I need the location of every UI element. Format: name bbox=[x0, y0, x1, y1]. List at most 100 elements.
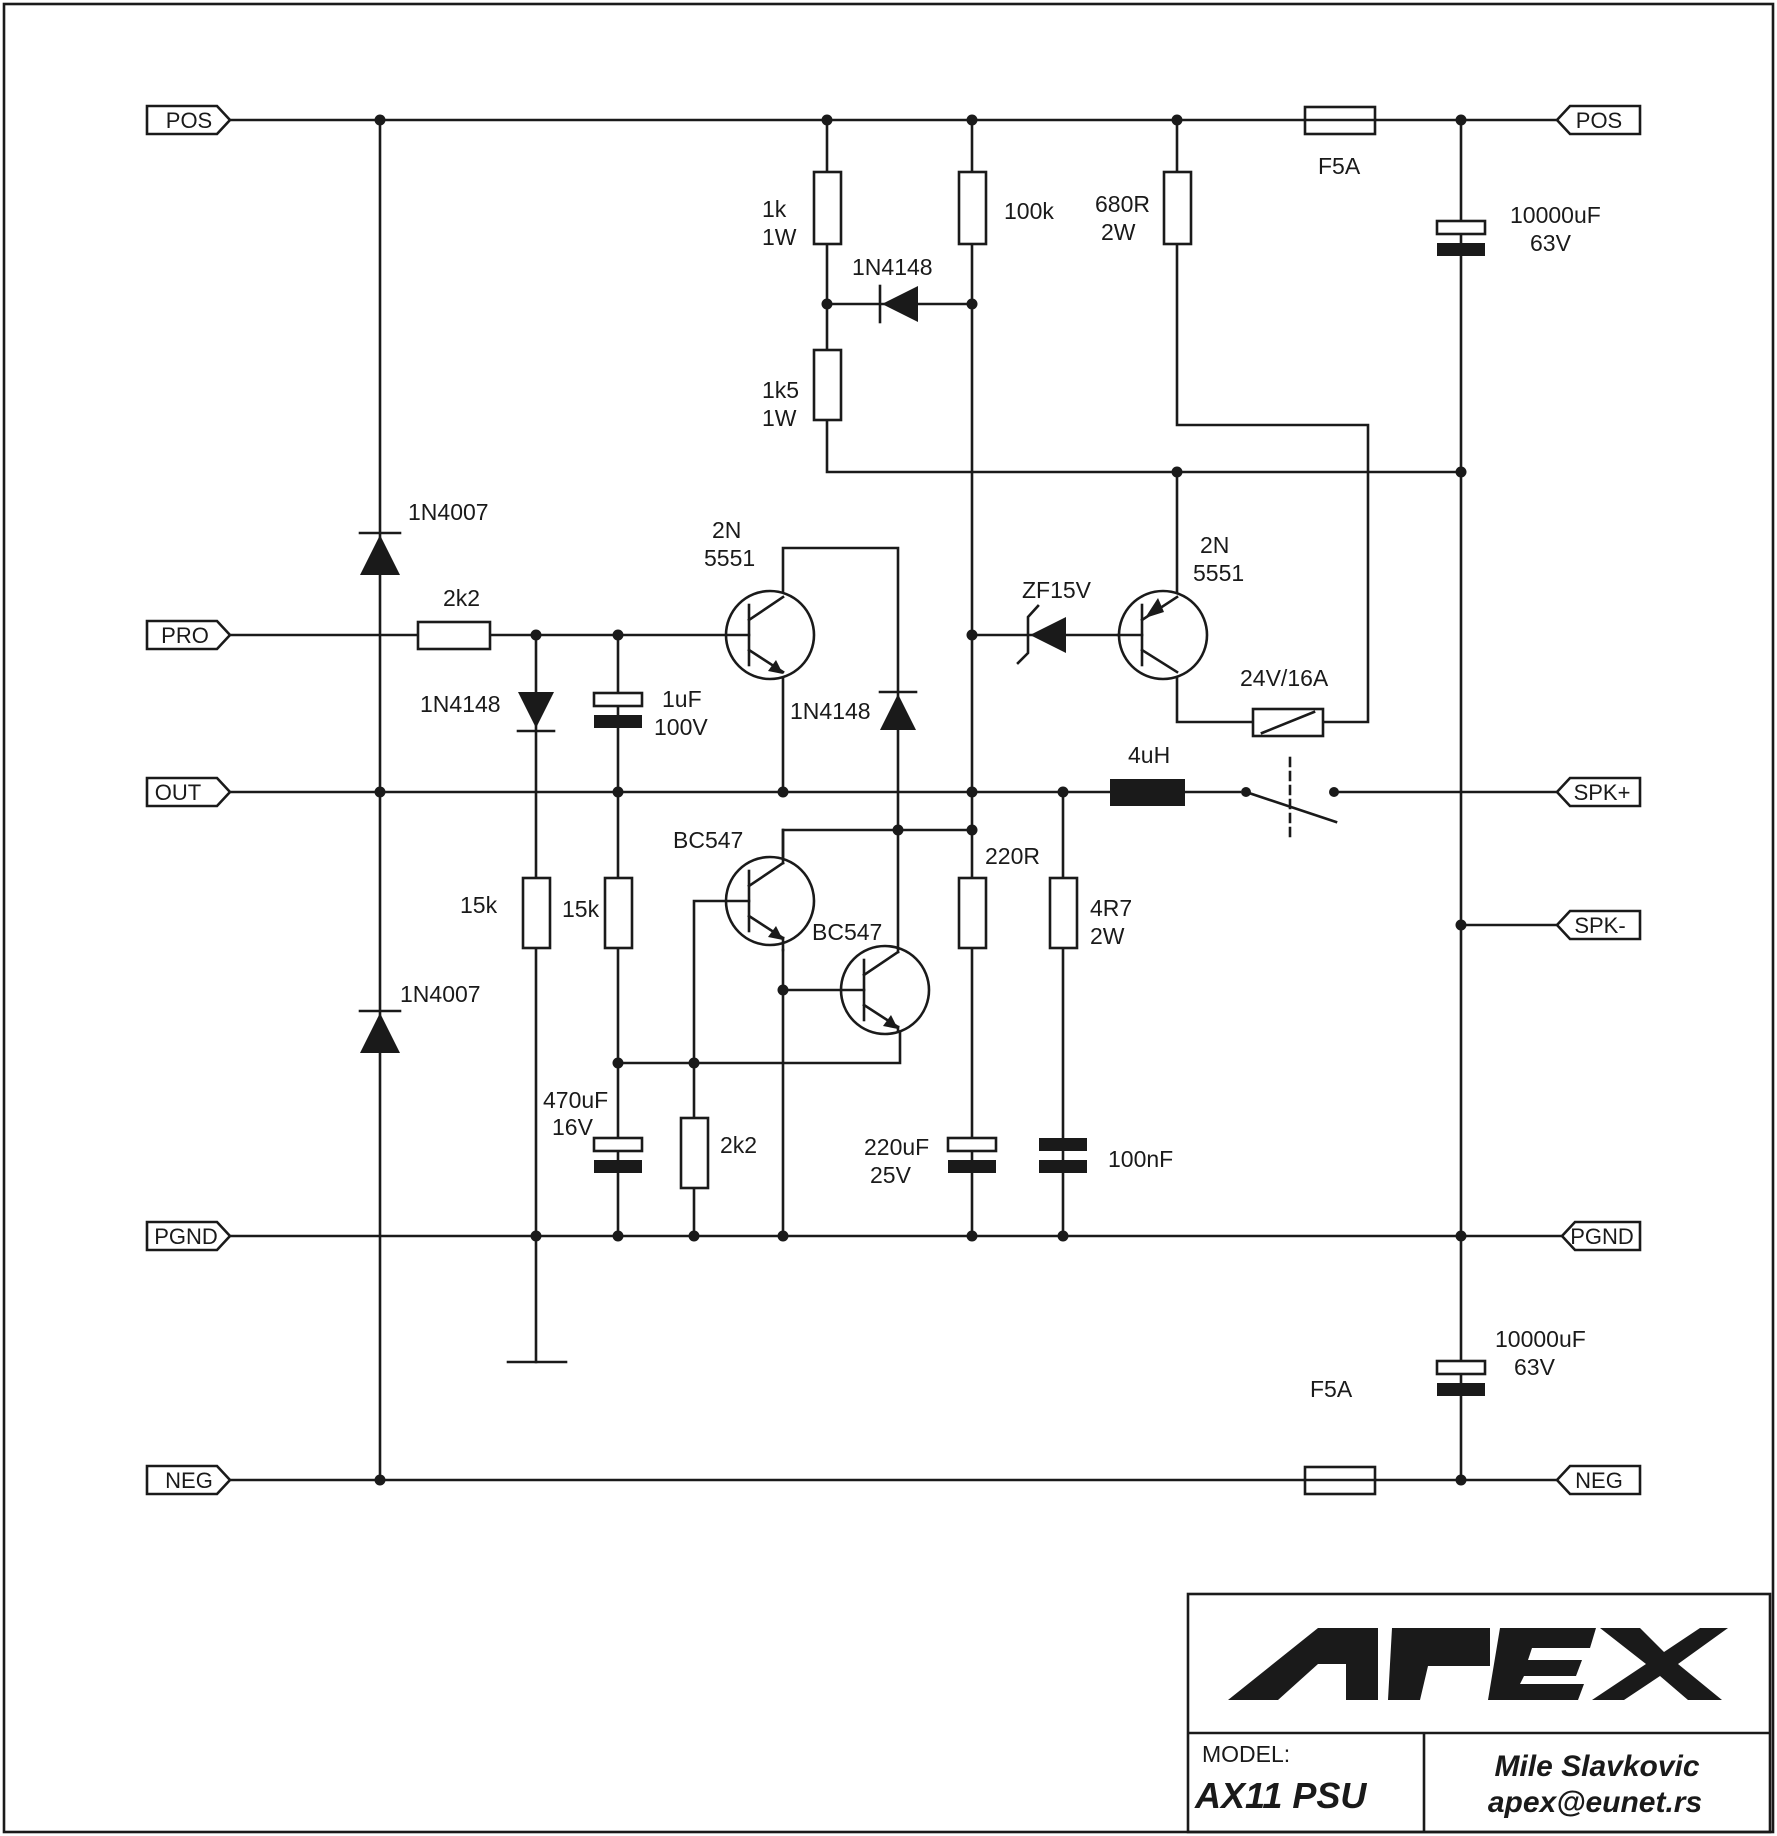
svg-text:1N4007: 1N4007 bbox=[400, 981, 481, 1007]
svg-text:F5A: F5A bbox=[1318, 153, 1361, 179]
resistor-4r7: 4R7 2W bbox=[1048, 876, 1132, 950]
transistor-2n5551-right: 2N 5551 bbox=[1116, 532, 1244, 681]
diode-1n4148-input: 1N4148 bbox=[420, 691, 556, 733]
svg-text:BC547: BC547 bbox=[812, 919, 882, 945]
svg-text:PGND: PGND bbox=[154, 1224, 218, 1249]
transistor-2n5551-left: 2N 5551 bbox=[704, 517, 816, 681]
port-spk-plus: SPK+ bbox=[1555, 776, 1642, 808]
svg-text:220uF: 220uF bbox=[864, 1134, 929, 1160]
resistor-2k2-base: 2k2 bbox=[679, 1116, 757, 1190]
resistor-220r: 220R bbox=[957, 843, 1040, 950]
svg-text:POS: POS bbox=[166, 108, 212, 133]
port-neg-left: NEG bbox=[145, 1464, 232, 1496]
svg-text:63V: 63V bbox=[1530, 230, 1572, 256]
transistor-bc547-a: BC547 bbox=[673, 827, 816, 952]
diode-1n4007-top: 1N4007 bbox=[358, 499, 489, 575]
svg-text:PGND: PGND bbox=[1570, 1224, 1634, 1249]
port-spk-minus: SPK- bbox=[1555, 909, 1642, 941]
author-email: apex@eunet.rs bbox=[1488, 1786, 1702, 1819]
svg-text:1k5: 1k5 bbox=[762, 377, 799, 403]
svg-text:2W: 2W bbox=[1090, 923, 1125, 949]
svg-text:1N4148: 1N4148 bbox=[852, 254, 933, 280]
svg-text:2W: 2W bbox=[1101, 219, 1136, 245]
svg-text:NEG: NEG bbox=[165, 1468, 213, 1493]
resistor-1k5: 1k5 1W bbox=[762, 348, 843, 431]
fuse-bottom: F5A bbox=[1303, 1376, 1377, 1496]
model-label: MODEL: bbox=[1202, 1741, 1290, 1767]
port-pro: PRO bbox=[145, 619, 232, 651]
svg-text:NEG: NEG bbox=[1575, 1468, 1623, 1493]
svg-text:2N: 2N bbox=[1200, 532, 1229, 558]
svg-text:1uF: 1uF bbox=[662, 686, 702, 712]
svg-text:1W: 1W bbox=[762, 224, 797, 250]
port-pos-left: POS bbox=[145, 104, 232, 136]
port-pos-right: POS bbox=[1555, 104, 1642, 136]
svg-text:PRO: PRO bbox=[161, 623, 209, 648]
resistor-15k-b: 15k bbox=[562, 876, 634, 950]
svg-text:4uH: 4uH bbox=[1128, 742, 1170, 768]
relay-coil-24v: 24V/16A bbox=[1240, 665, 1329, 738]
relay-contact bbox=[1241, 756, 1339, 842]
svg-text:1k: 1k bbox=[762, 196, 787, 222]
svg-text:BC547: BC547 bbox=[673, 827, 743, 853]
apex-logo bbox=[1228, 1628, 1728, 1700]
svg-text:2k2: 2k2 bbox=[443, 585, 480, 611]
svg-text:POS: POS bbox=[1576, 108, 1622, 133]
svg-text:ZF15V: ZF15V bbox=[1022, 577, 1092, 603]
capacitor-10000uf-top: 10000uF 63V bbox=[1435, 202, 1601, 256]
svg-text:10000uF: 10000uF bbox=[1510, 202, 1601, 228]
resistor-100k: 100k bbox=[957, 170, 1054, 246]
svg-text:2k2: 2k2 bbox=[720, 1132, 757, 1158]
diode-1n4007-bottom: 1N4007 bbox=[358, 981, 481, 1053]
svg-text:100V: 100V bbox=[654, 714, 708, 740]
resistor-680r: 680R 2W bbox=[1095, 170, 1193, 246]
svg-text:16V: 16V bbox=[552, 1114, 594, 1140]
port-pgnd-left: PGND bbox=[145, 1220, 232, 1252]
svg-text:1W: 1W bbox=[762, 405, 797, 431]
capacitor-100nf: 100nF bbox=[1039, 1138, 1173, 1173]
capacitor-10000uf-bottom: 10000uF 63V bbox=[1435, 1326, 1586, 1396]
svg-text:100k: 100k bbox=[1004, 198, 1054, 224]
port-neg-right: NEG bbox=[1555, 1464, 1642, 1496]
svg-text:680R: 680R bbox=[1095, 191, 1150, 217]
resistor-2k2-input: 2k2 bbox=[416, 585, 492, 651]
svg-text:1N4007: 1N4007 bbox=[408, 499, 489, 525]
svg-text:1N4148: 1N4148 bbox=[790, 698, 871, 724]
svg-text:25V: 25V bbox=[870, 1162, 912, 1188]
svg-text:F5A: F5A bbox=[1310, 1376, 1353, 1402]
model-name: AX11 PSU bbox=[1194, 1775, 1367, 1816]
port-pgnd-right: PGND bbox=[1560, 1220, 1642, 1252]
svg-text:15k: 15k bbox=[460, 892, 498, 918]
svg-text:SPK+: SPK+ bbox=[1574, 780, 1631, 805]
svg-text:100nF: 100nF bbox=[1108, 1146, 1173, 1172]
junction-dots bbox=[374, 114, 1467, 1486]
svg-text:15k: 15k bbox=[562, 896, 600, 922]
wires bbox=[226, 118, 1564, 1482]
transistor-bc547-b: BC547 bbox=[812, 828, 931, 1036]
svg-text:OUT: OUT bbox=[155, 780, 201, 805]
diode-1n4148-top: 1N4148 bbox=[852, 254, 933, 324]
title-block: MODEL: AX11 PSU Mile Slavkovic apex@eune… bbox=[1186, 1592, 1772, 1834]
resistor-1k: 1k 1W bbox=[762, 170, 843, 250]
svg-text:5551: 5551 bbox=[704, 545, 755, 571]
svg-text:24V/16A: 24V/16A bbox=[1240, 665, 1329, 691]
svg-text:5551: 5551 bbox=[1193, 560, 1244, 586]
svg-text:470uF: 470uF bbox=[543, 1087, 608, 1113]
svg-text:10000uF: 10000uF bbox=[1495, 1326, 1586, 1352]
svg-text:63V: 63V bbox=[1514, 1354, 1556, 1380]
svg-text:1N4148: 1N4148 bbox=[420, 691, 501, 717]
diode-1n4148-mid: 1N4148 bbox=[790, 690, 918, 730]
fuse-top: F5A bbox=[1303, 105, 1377, 179]
svg-text:2N: 2N bbox=[712, 517, 741, 543]
resistor-15k-a: 15k bbox=[460, 876, 552, 950]
svg-text:220R: 220R bbox=[985, 843, 1040, 869]
svg-text:SPK-: SPK- bbox=[1574, 913, 1625, 938]
author-name: Mile Slavkovic bbox=[1494, 1750, 1699, 1783]
inductor-4uh: 4uH bbox=[1110, 742, 1185, 806]
capacitor-220uf: 220uF 25V bbox=[864, 1134, 998, 1188]
zener-zf15v: ZF15V bbox=[1016, 577, 1092, 665]
port-out: OUT bbox=[145, 776, 232, 808]
capacitor-1uf: 1uF 100V bbox=[592, 686, 708, 740]
